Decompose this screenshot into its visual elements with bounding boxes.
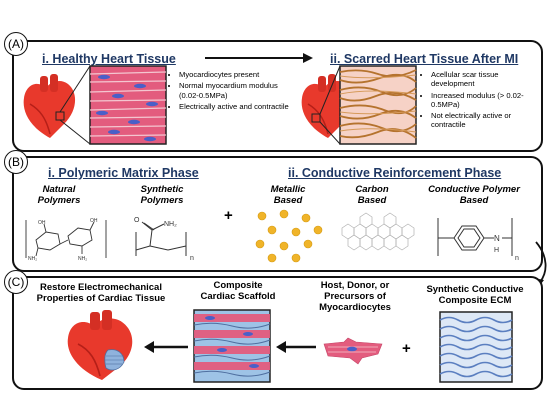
restored-heart-image xyxy=(67,310,133,380)
carbon-based-label: Carbon Based xyxy=(355,184,389,206)
host-donor-label: Host, Donor, or Precursors of Myocardioc… xyxy=(319,280,391,313)
synthetic-polymer-structure: O NH₂ n xyxy=(134,217,194,262)
synthetic-ecm-image xyxy=(439,311,513,383)
matrix-phase-title: i. Polymeric Matrix Phase xyxy=(48,166,199,180)
arrow-to-heart xyxy=(144,341,188,353)
healthy-tissue-image xyxy=(89,65,167,145)
chem-n-subscript: n xyxy=(190,255,194,262)
reinforcement-phase-title: ii. Conductive Reinforcement Phase xyxy=(288,166,502,180)
healthy-bullet: Myocardiocytes present xyxy=(179,70,290,79)
panel-b-letter: (B) xyxy=(4,150,28,174)
healthy-bullet: Normal myocardium modulus (0.02-0.5MPa) xyxy=(179,81,290,100)
panel-c-letter: (C) xyxy=(4,270,28,294)
panel-b xyxy=(12,156,543,272)
synthetic-polymers-label: Synthetic Polymers xyxy=(140,184,184,206)
composite-scaffold-label: Composite Cardiac Scaffold xyxy=(200,280,276,302)
chem-nh2-label: NH₂ xyxy=(28,256,37,262)
plus-sign-b: + xyxy=(224,207,233,224)
healthy-bullet: Electrically active and contractile xyxy=(179,102,290,111)
scarred-bullets: Acellular scar tissue development Increa… xyxy=(422,70,534,132)
synthetic-ecm-label: Synthetic Conductive Composite ECM xyxy=(426,284,524,306)
chem-nh2-label: NH₂ xyxy=(78,256,87,262)
chem-o-label: O xyxy=(134,217,140,224)
myocardiocyte-cell-image xyxy=(323,337,383,365)
scarred-bullet: Not electrically active or contractile xyxy=(431,111,534,130)
zoom-lines-scarred xyxy=(319,65,341,145)
natural-polymers-label: Natural Polymers xyxy=(37,184,81,206)
plus-sign-c: + xyxy=(402,340,411,357)
composite-scaffold-image xyxy=(193,309,271,383)
healthy-tissue-title: i. Healthy Heart Tissue xyxy=(42,52,176,66)
conductive-polymer-structure: N H n xyxy=(437,218,519,262)
chem-h-label: H xyxy=(494,247,499,254)
scarred-tissue-title: ii. Scarred Heart Tissue After MI xyxy=(330,52,519,66)
metallic-based-label: Metallic Based xyxy=(270,184,306,206)
transition-arrow xyxy=(205,53,313,63)
healthy-bullets: Myocardiocytes present Normal myocardium… xyxy=(170,70,290,113)
scarred-tissue-image xyxy=(339,65,417,145)
natural-polymer-structure: OH NH₂ NH₂ OH xyxy=(25,218,107,262)
chem-n-subscript: n xyxy=(515,255,519,262)
carbon-lattice xyxy=(341,212,415,251)
chem-oh-label: OH xyxy=(90,218,98,224)
chem-n-label: N xyxy=(494,234,500,243)
chem-nh2-label: NH₂ xyxy=(164,221,177,228)
zoom-lines-healthy xyxy=(59,65,91,145)
chem-oh-label: OH xyxy=(38,220,46,226)
panel-a-letter: (A) xyxy=(4,32,28,56)
scarred-bullet: Increased modulus (> 0.02-0.5MPa) xyxy=(431,91,534,110)
restore-properties-label: Restore Electromechanical Properties of … xyxy=(36,282,166,304)
metallic-particles xyxy=(255,209,323,263)
scarred-bullet: Acellular scar tissue development xyxy=(431,70,534,89)
arrow-to-scaffold xyxy=(276,341,316,353)
conductive-polymer-label: Conductive Polymer Based xyxy=(428,184,520,206)
